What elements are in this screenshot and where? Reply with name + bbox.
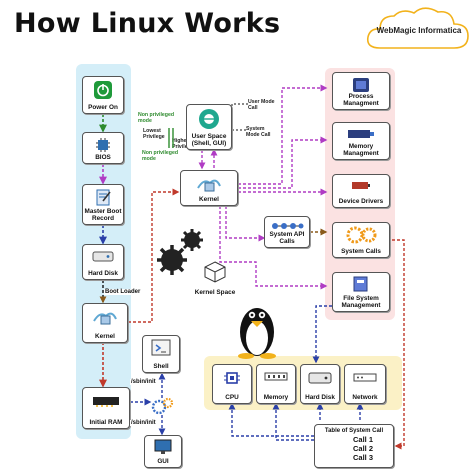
system-call-table: Table of System Call Call 1 Call 2 Call … [314,424,394,468]
network-node: Network [344,364,386,404]
gui-node: GUI [144,435,182,468]
network-icon [353,373,377,382]
user-space-icon [199,109,219,129]
memory-node: Memory [256,364,296,404]
system-api-calls-node: System API Calls [264,216,310,248]
device-drivers-label: Device Drivers [338,198,384,205]
process-management-node: Process Managment [332,72,390,110]
initial-ram-node: Initial RAM [82,387,130,429]
process-label: Process Managment [343,93,379,107]
terminal-icon [151,339,171,356]
memory-stick-icon [348,130,374,138]
shell-node: Shell [142,335,180,373]
user-space-label: User Space (Shell, GUI) [191,133,227,147]
kernel-space-label: Kernel Space [194,289,236,296]
non-privileged-mode-label-top: Non privileged mode [138,112,175,124]
kernel-left-label: Kernel [95,333,115,340]
file-system-label: File System Management [341,295,381,309]
power-on-node: Power On [82,76,124,114]
kernel-icon [197,179,221,192]
user-space-node: User Space (Shell, GUI) [186,104,232,150]
process-icon [353,78,369,92]
memory-hw-label: Memory [263,394,289,401]
kernel-icon [93,312,117,325]
system-api-calls-label: System API Calls [269,231,305,245]
tux-penguin-icon [238,308,276,359]
hard-disk-label: Hard Disk [88,270,118,277]
kernel-center-label: Kernel [199,196,219,203]
system-calls-node: System Calls [332,222,390,258]
memory-stick-icon [264,372,288,381]
hard-disk-hw-node: Hard Disk [300,364,340,404]
ram-icon [93,397,119,407]
gears-icon [346,226,377,244]
sbin-init-label-1: /sbin/init [130,379,157,385]
lowest-privilege-label: Lowest Privilege [143,128,165,140]
hard-disk-icon [92,251,114,262]
chip-icon [96,138,110,152]
document-icon [96,189,111,206]
sbin-init-label-2: /sbin/init [130,420,157,426]
power-on-label: Power On [88,104,118,111]
gears-icon [151,397,174,415]
file-system-management-node: File System Management [332,272,390,312]
kernel-space-node: Kernel Space [194,258,236,298]
network-label: Network [352,394,378,401]
driver-icon [352,182,370,189]
bios-label: BIOS [95,154,111,161]
file-icon [353,276,368,292]
memory-management-node: Memory Managment [332,122,390,160]
memory-label: Memory Managment [343,143,379,157]
cloud-icon [366,7,469,49]
mbr-label: Master Boot Record [84,208,122,222]
system-call-table-title: Table of System Call [324,428,384,434]
gears-icon [157,229,203,275]
boot-loader-label: Boot Loader [104,289,142,295]
device-drivers-node: Device Drivers [332,174,390,208]
cpu-icon [224,372,240,384]
power-icon [94,81,112,99]
hard-disk-node: Hard Disk [82,244,124,280]
cpu-label: CPU [225,394,239,401]
user-mode-call-label: User Mode Call [248,99,275,111]
api-nodes-icon [272,223,304,229]
system-call-1: Call 1 [352,435,373,444]
brand-label: WebMagic Informatica [376,26,462,35]
page-title: How Linux Works [14,8,281,39]
system-call-2: Call 2 [352,444,373,453]
gui-label: GUI [157,458,169,465]
monitor-icon [154,439,172,454]
hard-disk-hw-label: Hard Disk [305,394,335,401]
hard-disk-icon [308,372,332,384]
mbr-node: Master Boot Record [82,184,124,225]
privilege-arrows-icon [168,128,174,148]
cube-icon [204,261,226,283]
system-mode-call-label: System Mode Call [246,126,271,138]
kernel-left-node: Kernel [82,303,128,343]
non-privileged-mode-label-bottom: Non privileged mode [142,150,179,162]
shell-label: Shell [153,363,169,370]
highest-privilege-label: Highest Privilege [172,138,194,150]
kernel-center-node: Kernel [180,170,238,206]
initial-ram-label: Initial RAM [89,419,123,426]
bios-node: BIOS [82,132,124,164]
system-call-3: Call 3 [352,453,373,462]
cpu-node: CPU [212,364,252,404]
system-calls-label: System Calls [341,248,381,255]
